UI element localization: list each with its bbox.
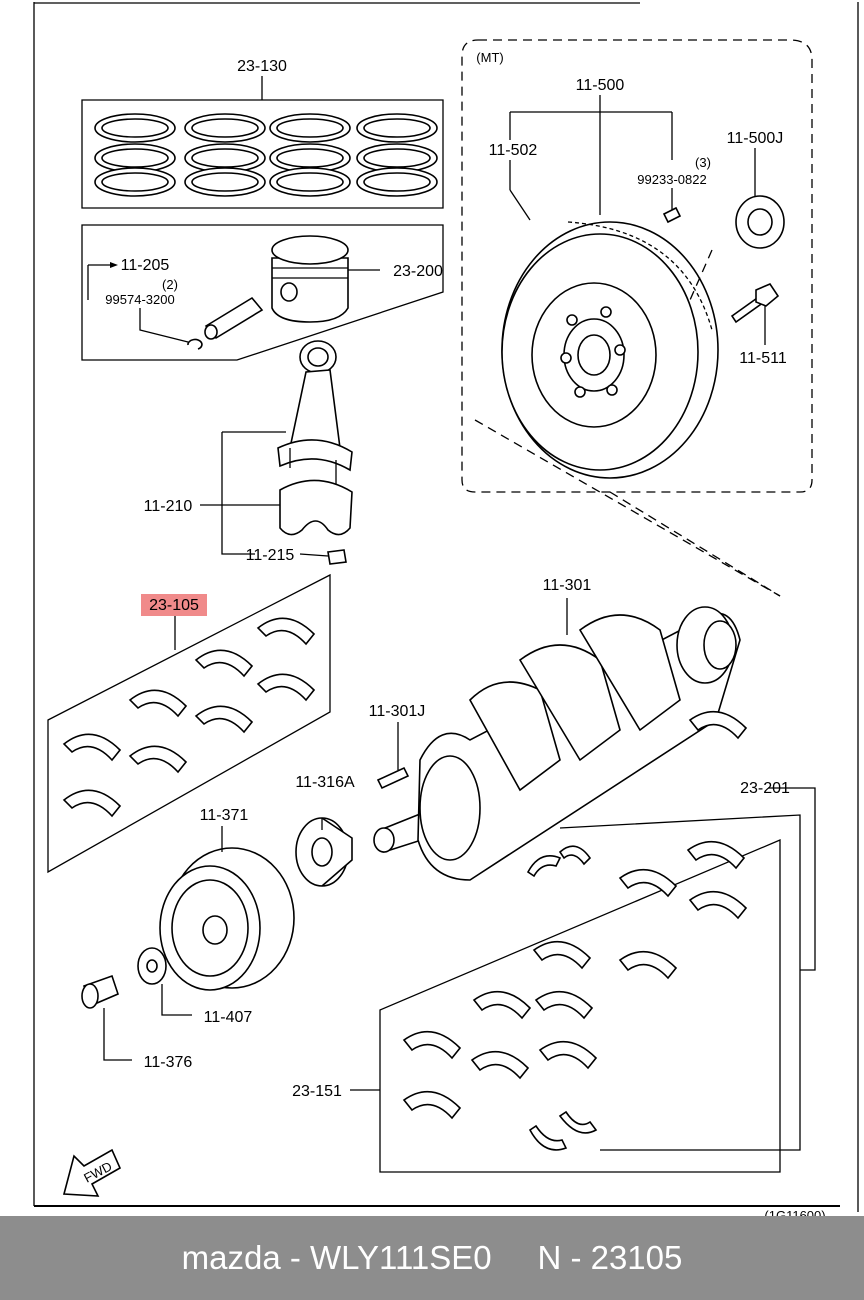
label-23-200: 23-200 [393, 263, 443, 280]
label-23-201: 23-201 [740, 780, 790, 797]
label-11-511: 11-511 [739, 350, 787, 367]
label-qty-2: (2) [162, 277, 178, 292]
label-qty-3: (3) [695, 155, 711, 170]
label-11-407: 11-407 [204, 1009, 253, 1026]
piston-group [81, 224, 444, 361]
label-11-500: 11-500 [576, 77, 625, 94]
label-23-151: 23-151 [292, 1083, 342, 1100]
label-23-130: 23-130 [237, 58, 287, 75]
crankshaft [373, 598, 741, 881]
label-11-371: 11-371 [200, 807, 249, 824]
label-11-316a: 11-316A [295, 774, 355, 791]
flywheel-group [461, 39, 813, 597]
connecting-rod [200, 340, 353, 565]
caption-bar: mazda - WLY111SE0 N - 23105 [0, 1216, 864, 1300]
label-mt: (MT) [476, 50, 503, 65]
label-11-215: 11-215 [246, 547, 295, 564]
label-11-376: 11-376 [144, 1054, 193, 1071]
highlight-box [141, 594, 207, 616]
label-11-210: 11-210 [144, 498, 193, 515]
label-11-502: 11-502 [489, 142, 538, 159]
label-99574-3200: 99574-3200 [105, 292, 174, 307]
crank-pulley [81, 826, 295, 1061]
main-bearing-upper-group [47, 573, 331, 874]
piston-rings-group [81, 76, 444, 209]
label-11-500j: 11-500J [727, 130, 784, 147]
parts-diagram: 23-130 (MT) 11-500 11-502 (3) 99233-0822… [33, 2, 859, 1216]
main-bearing-lower-group [350, 710, 816, 1173]
label-99233-0822: 99233-0822 [637, 172, 706, 187]
timing-sprocket [295, 817, 353, 887]
label-11-205: 11-205 [121, 257, 170, 274]
label-reference: (1G11600) [764, 1208, 825, 1216]
label-11-301j: 11-301J [369, 703, 426, 720]
label-11-301: 11-301 [543, 577, 592, 594]
caption-text: mazda - WLY111SE0 N - 23105 [181, 1239, 683, 1276]
label-23-105: 23-105 [149, 597, 199, 614]
fwd-arrow [62, 1148, 122, 1197]
